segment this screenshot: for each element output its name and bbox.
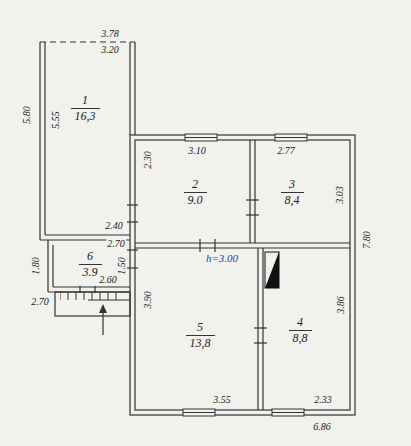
dimension-label: 5.80 [22, 105, 32, 125]
dimension-label: 3.86 [336, 295, 346, 315]
dimension-label: 2.77 [276, 146, 296, 156]
room-number: 6 [79, 249, 102, 265]
room-number: 1 [71, 93, 100, 109]
dimension-label: 1.80 [31, 256, 41, 276]
room-area: 16,3 [71, 109, 100, 124]
dimension-label: 2.40 [104, 221, 124, 231]
room-label: 48,8 [289, 315, 312, 346]
room-area: 8,4 [281, 193, 304, 208]
room-area: 8,8 [289, 331, 312, 346]
room-area: 9.0 [184, 193, 207, 208]
room-label: 38,4 [281, 177, 304, 208]
room-label: 513,8 [186, 320, 215, 351]
dimension-label: 1.50 [117, 256, 127, 276]
room-number: 4 [289, 315, 312, 331]
dimension-label: 2.33 [313, 395, 333, 405]
dimension-label: 3.03 [335, 185, 345, 205]
dimension-label: 2.60 [98, 275, 118, 285]
room-label: 29.0 [184, 177, 207, 208]
room-area: 13,8 [186, 336, 215, 351]
dimension-label: 6.86 [312, 422, 332, 432]
dimension-label: 2.70 [106, 239, 126, 249]
dimension-label: 3.78 [100, 29, 120, 39]
dimension-label: 7.80 [362, 230, 372, 250]
dimension-label: 3.55 [212, 395, 232, 405]
dimension-label: 3.20 [100, 45, 120, 55]
room-number: 2 [184, 177, 207, 193]
dimension-label: 3.10 [187, 146, 207, 156]
room-label: 116,3 [71, 93, 100, 124]
room-number: 5 [186, 320, 215, 336]
dimension-label: 2.70 [30, 297, 50, 307]
room-number: 3 [281, 177, 304, 193]
dimension-label: 2.30 [143, 150, 153, 170]
dimension-label: 3.90 [143, 290, 153, 310]
dimension-label: 5.55 [51, 110, 61, 130]
dimension-label: h=3.00 [205, 253, 239, 264]
